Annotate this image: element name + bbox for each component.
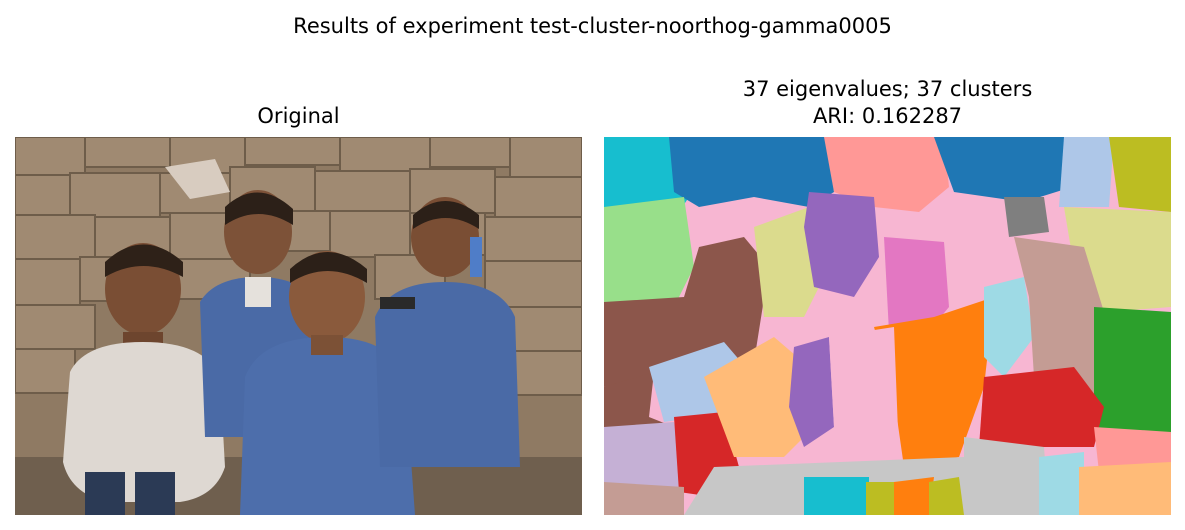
original-panel-title: Original — [257, 104, 340, 128]
segmentation-map-icon — [604, 137, 1171, 515]
clusters-panel-title: 37 eigenvalues; 37 clusters ARI: 0.16228… — [604, 76, 1171, 130]
photo-of-four-boys-icon — [15, 137, 582, 515]
original-image — [15, 137, 582, 515]
clusters-title-line-1: 37 eigenvalues; 37 clusters — [742, 77, 1033, 101]
clusters-title-line-2: ARI: 0.162287 — [812, 104, 963, 128]
figure-suptitle: Results of experiment test-cluster-noort… — [293, 14, 892, 38]
cluster-segmentation-image — [604, 137, 1171, 515]
